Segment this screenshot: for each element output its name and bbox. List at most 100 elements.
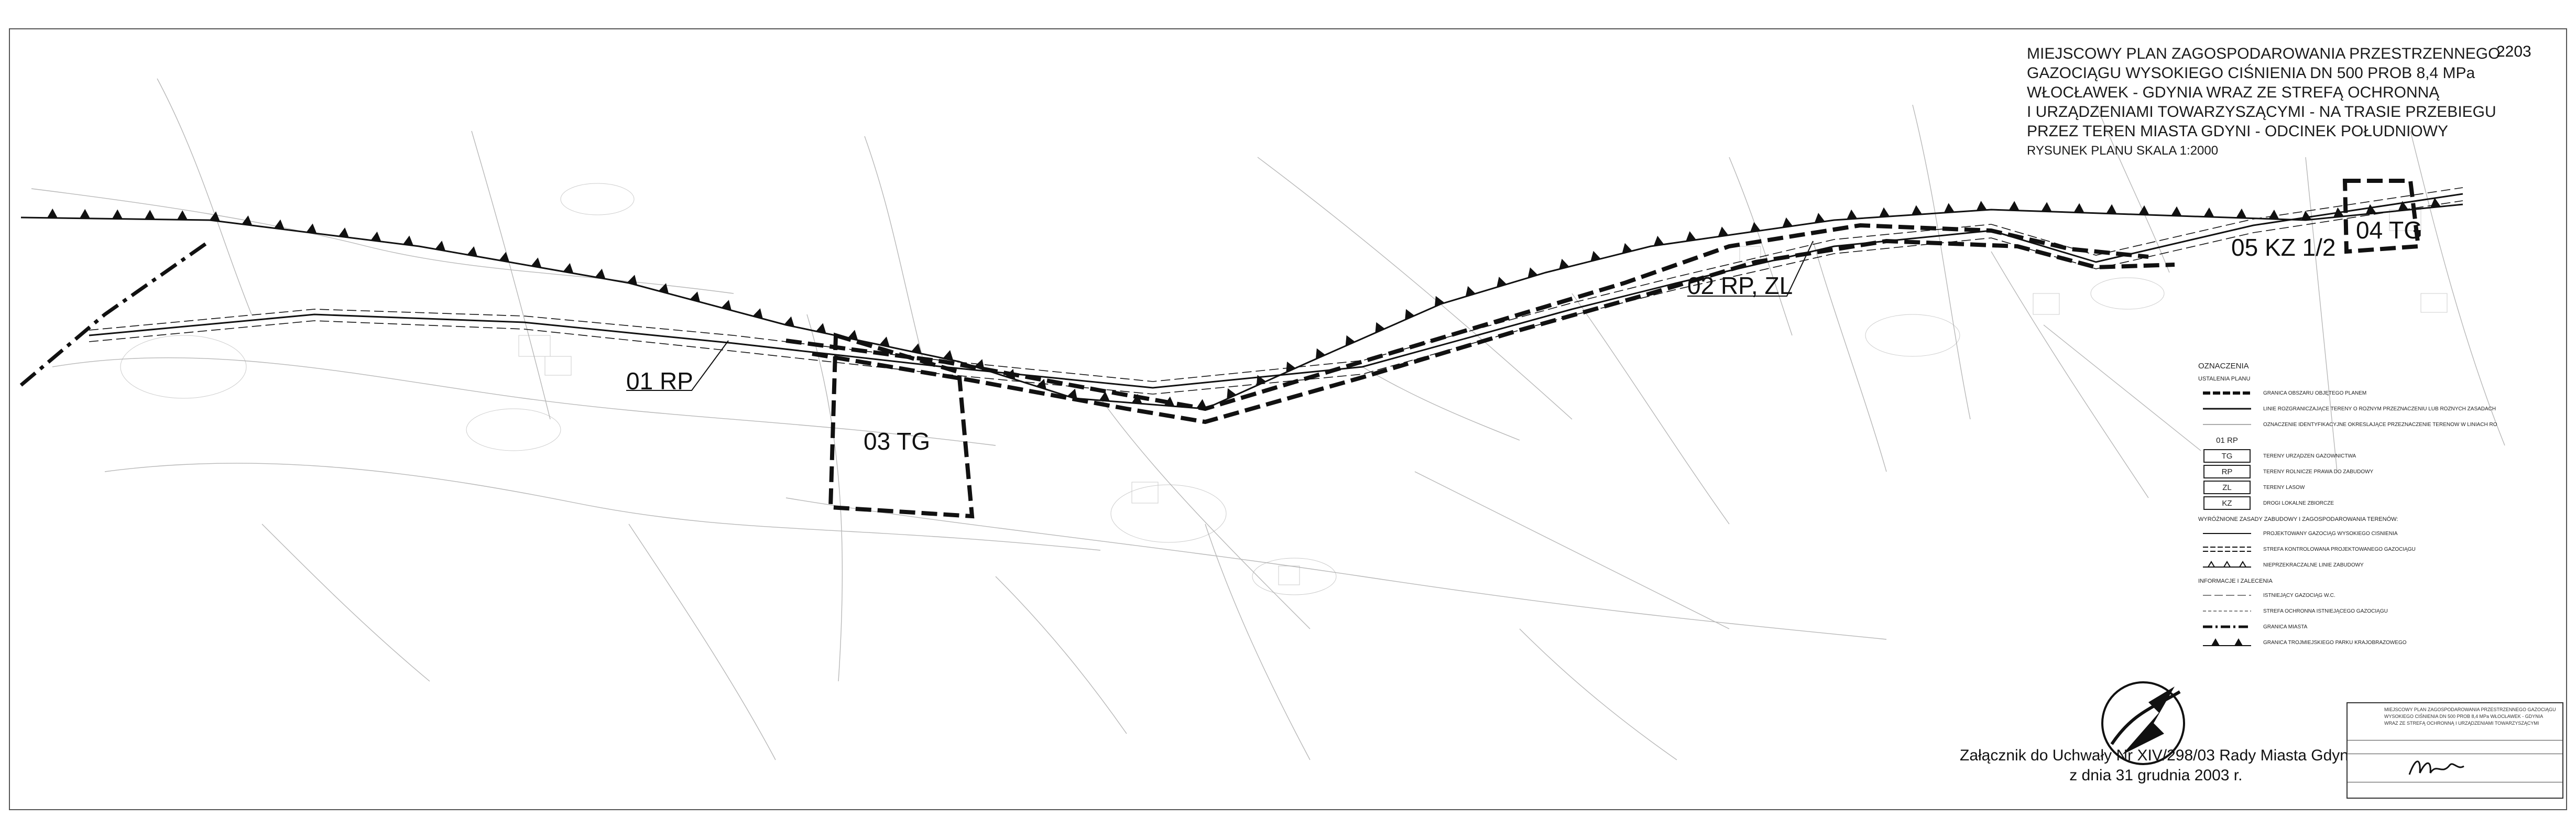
legend-row: ZL TERENY LASÓW [2198, 480, 2497, 495]
park-boundary-triangle [1814, 213, 1825, 223]
park-boundary-triangle [1227, 388, 1237, 399]
park-boundary-triangle [1590, 250, 1601, 262]
legend: OZNACZENIA USTALENIA PLANU GRANICA OBSZA… [2198, 362, 2497, 650]
annex-line-2: z dnia 31 grudnia 2003 r. [2069, 767, 2243, 784]
park-boundary-triangle [306, 223, 317, 234]
zone-04-tg-boundary [2342, 179, 2421, 254]
city-boundary [19, 239, 211, 387]
legend-title: OZNACZENIA [2198, 362, 2249, 371]
park-boundary-triangle [242, 215, 253, 226]
park-boundary-triangle [1718, 226, 1729, 237]
park-boundary-triangle [784, 316, 794, 327]
park-boundary-triangle [1005, 369, 1016, 380]
park-boundary-triangle [1976, 201, 1987, 211]
park-boundary-triangle [531, 257, 542, 268]
plan-boundary-lower [812, 238, 2175, 424]
park-boundary-triangle [1944, 203, 1955, 213]
park-boundary-triangle [2171, 206, 2182, 216]
park-boundary-triangle [403, 235, 413, 246]
park-boundary-triangle [1375, 322, 1385, 333]
zone-sample-symbol: 01 RP [2198, 434, 2256, 446]
stamp-header: MIEJSCOWY PLAN ZAGOSPODAROWANIA PRZESTRZ… [2384, 707, 2556, 726]
park-boundary-triangle [467, 246, 478, 257]
legend-row: OZNACZENIE IDENTYFIKACYJNE OKREŚLAJĄCE P… [2198, 417, 2497, 432]
legend-text: GRANICA TRÓJMIEJSKIEGO PARKU KRAJOBRAZOW… [2263, 639, 2407, 646]
legend-row: PROJEKTOWANY GAZOCIĄG WYSOKIEGO CIŚNIENI… [2198, 526, 2497, 541]
park-boundary-triangle [112, 209, 123, 219]
plan-boundary-symbol [2198, 387, 2256, 399]
legend-text: TERENY URZĄDZEŃ GAZOWNICTWA [2263, 453, 2356, 459]
survey-background [31, 78, 2505, 760]
building-line-symbol [2198, 559, 2256, 571]
pipeline-axis [89, 193, 2463, 389]
park-boundary-triangle [1686, 231, 1696, 242]
park-boundary-triangle [144, 210, 155, 220]
zone-label-03-tg: 03 TG [864, 428, 930, 455]
city-boundary-symbol [2198, 620, 2256, 633]
legend-text: GRANICA OBSZARU OBJĘTEGO PLANEM [2263, 390, 2367, 396]
zone-label-04-tg: 04 TG [2356, 216, 2422, 244]
signature-icon [2408, 760, 2464, 775]
legend-row: GRANICA TRÓJMIEJSKIEGO PARKU KRAJOBRAZOW… [2198, 635, 2497, 650]
park-boundary-triangle [2138, 205, 2149, 215]
park-boundary-triangle [627, 275, 638, 286]
park-boundary-triangle [1527, 267, 1538, 278]
park-boundary-triangle [177, 210, 188, 220]
legend-row: 01 RP [2198, 432, 2497, 448]
survey-contours [120, 183, 2448, 595]
zone-03-tg-boundary [828, 332, 975, 519]
park-boundary-triangle [1405, 309, 1415, 320]
legend-code: RP [2203, 465, 2251, 478]
legend-row: STREFA KONTROLOWANA PROJEKTOWANEGO GAZOC… [2198, 541, 2497, 557]
landscape-park-boundary [20, 203, 2463, 410]
park-boundary-triangle [1131, 394, 1142, 404]
park-boundary-triangle [2009, 201, 2020, 211]
legend-text: ISTNIEJĄCY GAZOCIĄG W.C. [2263, 592, 2335, 598]
park-boundary-triangle [2236, 208, 2247, 219]
legend-code: TG [2203, 449, 2251, 463]
park-boundary-triangle [209, 211, 220, 222]
park-boundary-triangle [339, 227, 349, 238]
legend-row: NIEPRZEKRACZALNE LINIE ZABUDOWY [2198, 557, 2497, 573]
park-boundary-triangle [911, 343, 922, 354]
legend-text: OZNACZENIE IDENTYFIKACYJNE OKREŚLAJĄCE P… [2263, 421, 2497, 428]
park-boundary-triangle [974, 359, 985, 370]
park-boundary-triangle [1067, 388, 1077, 399]
park-boundary-triangle [370, 231, 381, 242]
zone-leader-lines [626, 241, 1814, 391]
corridor-lower [89, 200, 2463, 395]
zone-label-02-rp-zl: 02 RP, ZL [1687, 272, 1793, 299]
park-boundary-triangle [2041, 202, 2052, 212]
existing-pipeline-symbol [2198, 589, 2256, 602]
park-boundary-triangle [752, 308, 763, 319]
park-boundary-triangle [879, 336, 890, 347]
park-boundary-triangle [79, 209, 90, 219]
park-boundary-triangle [1465, 286, 1476, 297]
title-line: MIEJSCOWY PLAN ZAGOSPODAROWANIA PRZESTRZ… [2027, 45, 2501, 62]
legend-row: KZ DROGI LOKALNE ZBIORCZE [2198, 495, 2497, 511]
protection-zone-symbol [2198, 605, 2256, 617]
park-boundary-triangle [435, 241, 446, 251]
zone-sample-label: 01 RP [2216, 435, 2238, 445]
park-boundary-triangle [1286, 362, 1296, 373]
title-line: PRZEZ TEREN MIASTA GDYNI - ODCINEK POŁUD… [2027, 123, 2448, 140]
legend-text: STREFA KONTROLOWANA PROJEKTOWANEGO GAZOC… [2263, 546, 2416, 552]
sheet-frame [9, 28, 2567, 810]
title-stamp: MIEJSCOWY PLAN ZAGOSPODAROWANIA PRZESTRZ… [2346, 702, 2563, 799]
park-boundary-triangle [943, 350, 954, 361]
park-boundary-triangle [690, 291, 701, 302]
park-boundary-triangle [499, 252, 510, 263]
legend-text: NIEPRZEKRACZALNE LINIE ZABUDOWY [2263, 562, 2364, 568]
zone-label-01-rp: 01 RP [626, 367, 693, 395]
park-boundary-triangle [1256, 375, 1267, 386]
park-boundary-triangle [2301, 210, 2312, 221]
park-boundary-triangle [658, 283, 669, 294]
park-boundary-symbol [2198, 636, 2256, 649]
plan-title: MIEJSCOWY PLAN ZAGOSPODAROWANIA PRZESTRZ… [2027, 44, 2500, 160]
legend-row: GRANICA MIASTA [2198, 619, 2497, 635]
park-boundary-triangle [1196, 399, 1207, 409]
sheet-number: 2203 [2496, 43, 2531, 60]
north-arrow-icon [2101, 681, 2185, 765]
park-boundary-triangle [2398, 201, 2409, 211]
